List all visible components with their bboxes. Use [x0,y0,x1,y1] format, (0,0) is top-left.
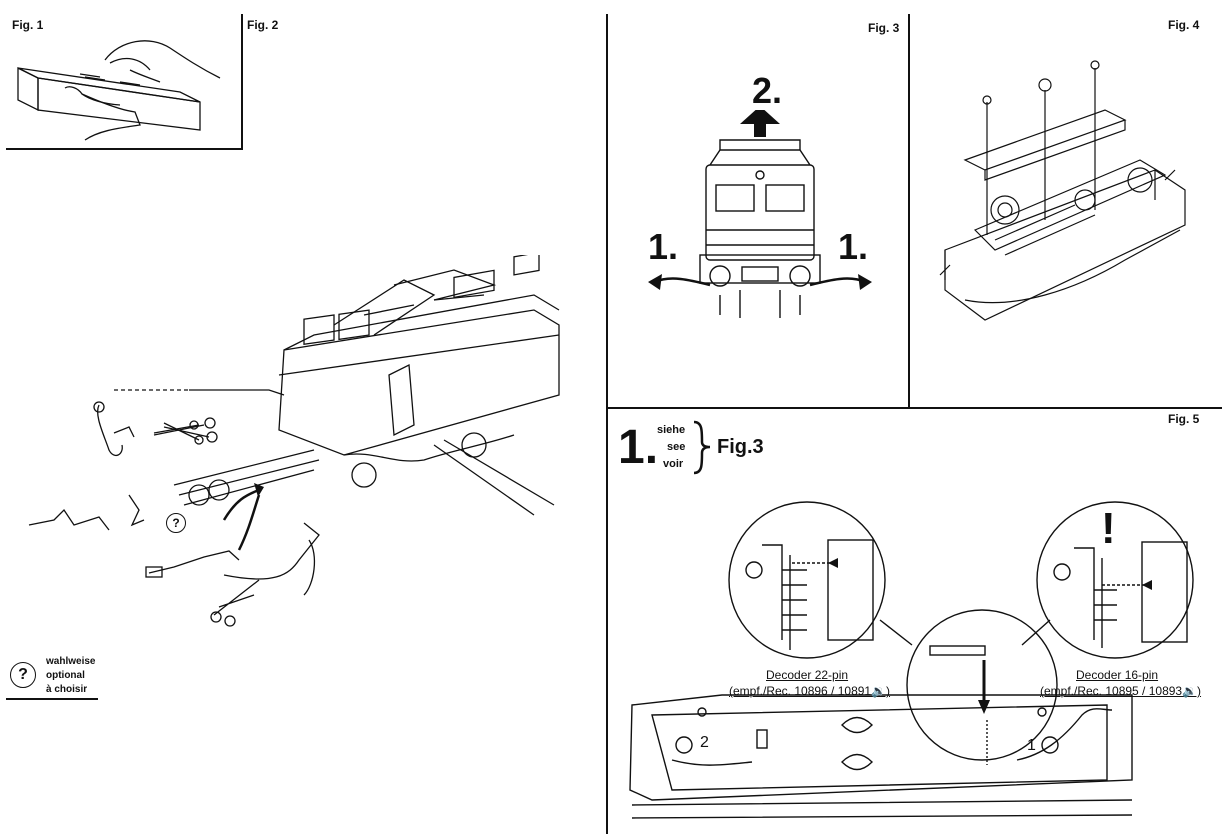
legend-line-1: wahlweise [46,656,96,667]
fig5-position-2: 2 [700,734,709,751]
fig5-position-1: 1 [1027,737,1036,754]
fig1-label: Fig. 1 [12,18,44,32]
fig3-step-2: 2. [752,70,783,111]
fig5-top-border [606,407,1222,409]
fig4-label: Fig. 4 [1168,18,1200,32]
fig3-illustration [648,110,872,318]
fig5-ref-siehe: siehe [657,424,686,436]
fig3-step-1-left: 1. [648,226,679,267]
fig3-label: Fig. 3 [868,21,900,35]
legend-line-3: à choisir [46,684,88,695]
fig4-illustration [939,60,1186,321]
decoder16-title: Decoder 16-pin [1076,668,1159,682]
fig5-illustration [629,501,1194,819]
fig2-optional-symbol: ? [166,513,186,533]
decoder22-title: Decoder 22-pin [766,668,849,682]
fig1-right-border [241,14,243,150]
decoder22-rec: (empf./Rec. 10896 / 10891🔉) [729,684,891,698]
fig5-ref-see: see [667,441,686,453]
legend: ? wahlweise optional à choisir [6,656,98,700]
legend-line-2: optional [46,670,85,681]
fig5-ref-figure: Fig.3 [717,436,764,458]
fig5-label: Fig. 5 [1168,412,1200,426]
fig2-label: Fig. 2 [247,18,279,32]
brace-icon [693,420,711,475]
fig1-bottom-border [6,148,242,150]
center-divider [606,14,608,834]
decoder16-rec: (empf./Rec. 10895 / 10893🔉) [1040,684,1202,698]
fig5-step-1: 1. [618,421,659,474]
fig3-step-1-right: 1. [838,226,869,267]
fig2-illustration [28,255,560,627]
question-circle-icon: ? [10,662,36,688]
fig1-illustration [17,40,221,141]
fig5-ref-voir: voir [663,458,684,470]
fig5-warning-mark: ! [1101,504,1116,553]
fig3-fig4-divider [908,14,910,408]
